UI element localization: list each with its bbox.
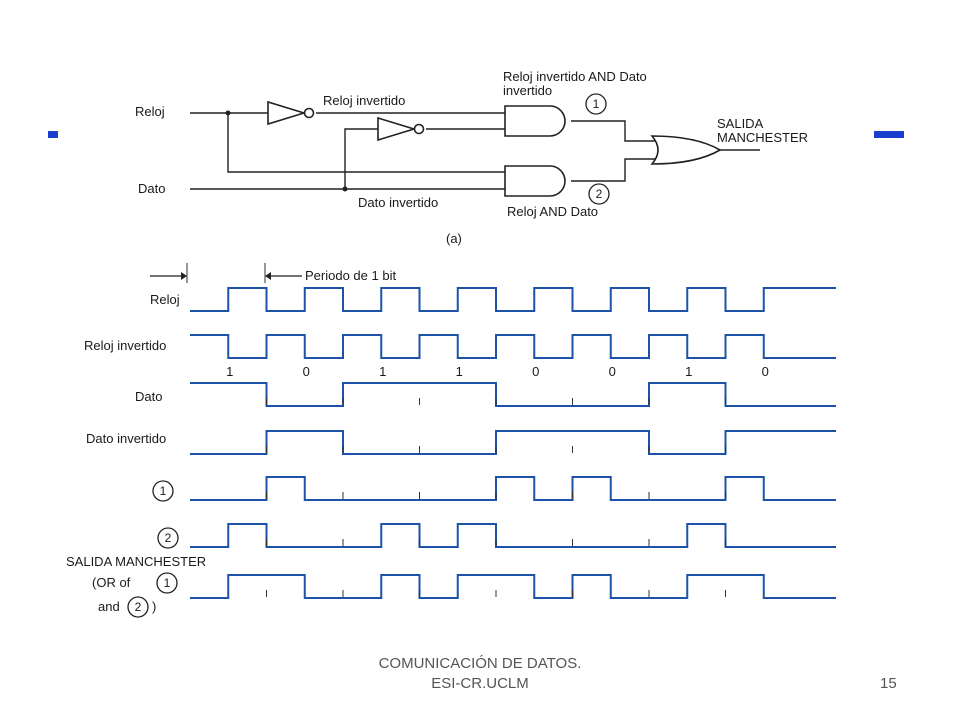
and1-to-or-wire bbox=[571, 120, 655, 142]
clock-to-and2-wire bbox=[227, 113, 505, 173]
bit-label: 0 bbox=[762, 364, 769, 379]
output-close-paren: ) bbox=[152, 599, 156, 614]
period-arrowhead-left bbox=[181, 272, 187, 280]
clock-inverter-gate bbox=[267, 100, 307, 126]
circuit-caption: (a) bbox=[446, 231, 462, 246]
waveform-and1 bbox=[190, 476, 836, 501]
output-circle-1 bbox=[156, 572, 178, 594]
output-circle-2 bbox=[127, 596, 149, 618]
row-circle-1 bbox=[152, 480, 174, 502]
row-label-and1: 1 bbox=[160, 484, 167, 498]
bit-labels: 1 0 1 1 0 0 1 0 bbox=[226, 364, 769, 379]
waveform-manchester-output bbox=[190, 574, 836, 599]
period-label: Periodo de 1 bit bbox=[305, 268, 396, 283]
circuit-diagram: Reloj Dato Reloj invertido Dato invertid… bbox=[135, 69, 808, 246]
circuit-inv-data-label: Dato invertido bbox=[358, 195, 438, 210]
footer-institution: ESI-CR.UCLM bbox=[431, 675, 529, 692]
and1-label-line1: Reloj invertido AND Dato bbox=[503, 69, 647, 84]
and1-number-circle bbox=[585, 93, 607, 115]
bit-label: 0 bbox=[303, 364, 310, 379]
waveform-inv-data bbox=[190, 430, 836, 455]
row-label-output-or: (OR of bbox=[92, 575, 131, 590]
and2-label: Reloj AND Dato bbox=[507, 204, 598, 219]
bit-boundary-ticks bbox=[266, 398, 726, 597]
data-inverter-gate bbox=[377, 116, 417, 142]
bit-label: 1 bbox=[685, 364, 692, 379]
row-label-clock: Reloj bbox=[150, 292, 180, 307]
output-label-line1: SALIDA bbox=[717, 116, 764, 131]
bit-label: 1 bbox=[456, 364, 463, 379]
bit-label: 0 bbox=[609, 364, 616, 379]
and-gate-2 bbox=[504, 165, 566, 197]
circuit-inv-clock-label: Reloj invertido bbox=[323, 93, 405, 108]
output-label-line2: MANCHESTER bbox=[717, 130, 808, 145]
clock-inverter-bubble bbox=[303, 107, 315, 119]
junction-data bbox=[342, 186, 348, 192]
bit-label: 0 bbox=[532, 364, 539, 379]
footer: COMUNICACIÓN DE DATOS. ESI-CR.UCLM bbox=[0, 654, 960, 694]
bit-label: 1 bbox=[226, 364, 233, 379]
and2-to-or-wire bbox=[571, 158, 655, 182]
data-inverter-bubble bbox=[413, 123, 425, 135]
or-gate bbox=[650, 135, 722, 165]
period-arrowhead-right bbox=[265, 272, 271, 280]
waveform-inv-clock bbox=[190, 334, 836, 359]
output-circle-1-label: 1 bbox=[164, 576, 171, 590]
page-number: 15 bbox=[880, 675, 897, 692]
circuit-data-label: Dato bbox=[138, 181, 165, 196]
waveform-clock bbox=[190, 287, 836, 312]
row-label-inv-data: Dato invertido bbox=[86, 431, 166, 446]
footer-course-title: COMUNICACIÓN DE DATOS. bbox=[378, 655, 582, 672]
output-circle-2-label: 2 bbox=[135, 600, 142, 614]
row-label-data: Dato bbox=[135, 389, 162, 404]
data-to-inverter-wire bbox=[344, 128, 378, 189]
accent-bar-right bbox=[874, 131, 904, 138]
and1-number: 1 bbox=[593, 97, 600, 111]
waveform-and2 bbox=[190, 523, 836, 548]
accent-bar-left bbox=[48, 131, 58, 138]
junction-clock bbox=[225, 110, 231, 116]
and1-label-line2: invertido bbox=[503, 83, 552, 98]
row-label-inv-clock: Reloj invertido bbox=[84, 338, 166, 353]
row-label-and2: 2 bbox=[165, 531, 172, 545]
timing-diagram: Periodo de 1 bit Reloj Reloj invertido D… bbox=[66, 263, 836, 618]
row-label-output: SALIDA MANCHESTER bbox=[66, 554, 206, 569]
row-circle-2 bbox=[157, 527, 179, 549]
row-label-output-and: and bbox=[98, 599, 120, 614]
and-gate-1 bbox=[504, 105, 566, 137]
and2-number-circle bbox=[588, 183, 610, 205]
circuit-clock-label: Reloj bbox=[135, 104, 165, 119]
waveform-data bbox=[190, 382, 836, 407]
and2-number: 2 bbox=[596, 187, 603, 201]
bit-label: 1 bbox=[379, 364, 386, 379]
